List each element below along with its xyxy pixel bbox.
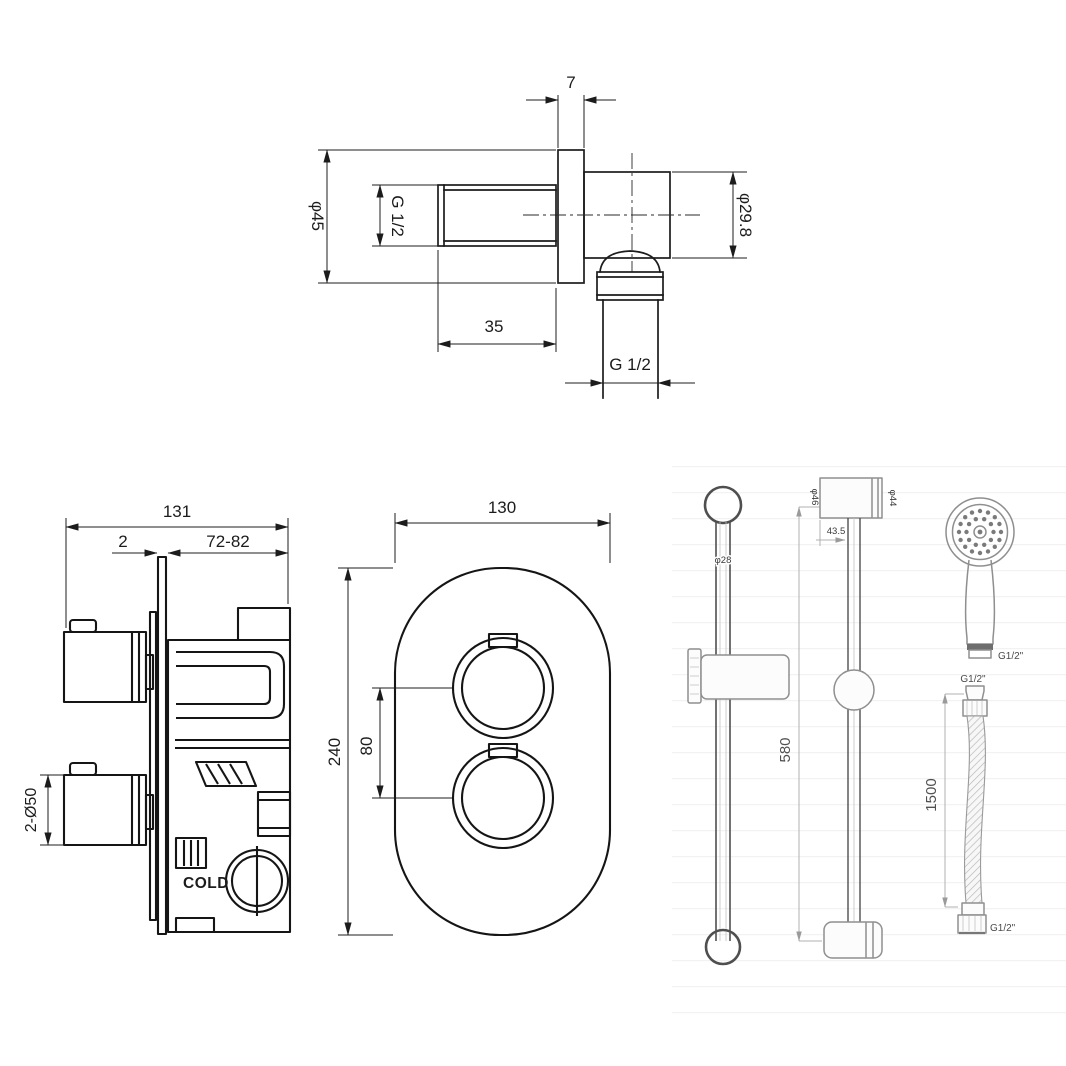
bottom-handle xyxy=(62,761,155,847)
dim-flange-diameter: φ45 xyxy=(308,149,556,284)
body-length-label: 35 xyxy=(485,317,504,336)
inlet-nipple xyxy=(437,184,557,247)
valve-body: COLD xyxy=(166,606,292,934)
oval-face-plate xyxy=(393,566,612,937)
valve-front-view: 130 240 80 xyxy=(325,498,612,937)
wall-outlet-elbow-view: 7 φ45 G 1/2 35 φ29.8 xyxy=(308,73,755,399)
dim-bracket-depth: 43.5 xyxy=(816,520,846,546)
hose-bottom-thread-label: G1/2" xyxy=(990,923,1016,934)
dim-knob-spacing: 80 xyxy=(357,687,452,799)
bracket-depth-label: 43.5 xyxy=(827,526,846,537)
dim-inlet-thread: G 1/2 xyxy=(372,184,438,247)
hose-cone xyxy=(965,685,985,701)
hand-shower: G1/2" xyxy=(945,497,1024,662)
hose-top-nut xyxy=(962,699,988,717)
outlet-nut xyxy=(596,271,664,301)
outlet-dome xyxy=(599,250,661,273)
dim-hose-length: 1500 xyxy=(923,693,964,908)
rail-length-label: 580 xyxy=(777,737,794,762)
dim-overall-depth: 131 xyxy=(65,502,289,628)
plate-thickness-label: 7 xyxy=(566,73,575,92)
handset-thread-label: G1/2" xyxy=(998,651,1024,662)
slide-rail-kit-view: φ28 580 φ46 φ44 xyxy=(672,456,1066,1016)
rail-front-view: φ28 xyxy=(687,485,790,966)
bottom-bracket-side xyxy=(823,921,883,959)
outlet-thread-label: G 1/2 xyxy=(609,355,651,374)
bracket-front-diameter-label: φ46 xyxy=(809,489,820,506)
cold-label: COLD xyxy=(183,875,229,892)
dim-plate-height: 240 xyxy=(325,567,393,936)
wall-plate xyxy=(557,149,585,284)
plate-width-label: 130 xyxy=(488,498,516,517)
slider-knob-side xyxy=(833,669,875,711)
union-fitting-hatched xyxy=(194,760,258,788)
dim-plate-width: 130 xyxy=(394,498,611,563)
body-foot xyxy=(174,916,216,934)
dim-outlet-thread: G 1/2 xyxy=(565,355,695,387)
handset-connector xyxy=(968,649,992,659)
cold-inlet-port xyxy=(224,846,290,916)
flange-diameter-label: φ45 xyxy=(308,201,327,231)
hose-length-label: 1500 xyxy=(923,778,940,811)
hose-top-thread-label: G1/2" xyxy=(960,674,986,685)
installation-depth-label: 72-82 xyxy=(206,532,249,551)
mounting-plate xyxy=(156,555,168,936)
top-handle xyxy=(62,618,155,704)
dim-handle-diameter: 2-Ø50 xyxy=(23,774,66,846)
rail-diameter-label: φ28 xyxy=(715,555,732,566)
inlet-thread-label: G 1/2 xyxy=(388,195,407,237)
spray-nozzles xyxy=(956,508,1004,556)
valve-side-view: COLD 131 2 72-82 2-Ø50 xyxy=(23,502,292,936)
slider-bracket-front xyxy=(687,648,790,704)
dim-plate-thickness: 7 xyxy=(526,73,616,148)
overall-depth-label: 131 xyxy=(163,502,191,521)
dim-plate-thickness-side: 2 xyxy=(112,532,158,557)
plate-height-label: 240 xyxy=(325,738,344,766)
shower-hose: G1/2" G1/2" xyxy=(923,674,1016,935)
plate-thickness-side-label: 2 xyxy=(118,532,127,551)
outlet-diameter-label: φ29.8 xyxy=(736,193,755,237)
escutcheon-flange xyxy=(148,610,158,922)
hose-bottom-nut xyxy=(957,902,987,935)
dim-installation-depth: 72-82 xyxy=(167,532,289,557)
dim-body-length: 35 xyxy=(437,250,557,352)
bottom-knob xyxy=(451,742,555,850)
handset-connector-band xyxy=(967,644,993,650)
handle-diameter-label: 2-Ø50 xyxy=(23,788,40,833)
side-port-fitting xyxy=(256,790,292,838)
top-knob xyxy=(451,632,555,740)
rail-side-view: φ46 φ44 43.5 xyxy=(809,477,898,959)
bracket-side-diameter-label: φ44 xyxy=(887,490,898,507)
dim-outlet-diameter: φ29.8 xyxy=(672,171,755,259)
dim-rail-length: 580 xyxy=(777,506,822,942)
knob-spacing-label: 80 xyxy=(357,737,376,756)
knurled-fitting xyxy=(174,836,208,870)
